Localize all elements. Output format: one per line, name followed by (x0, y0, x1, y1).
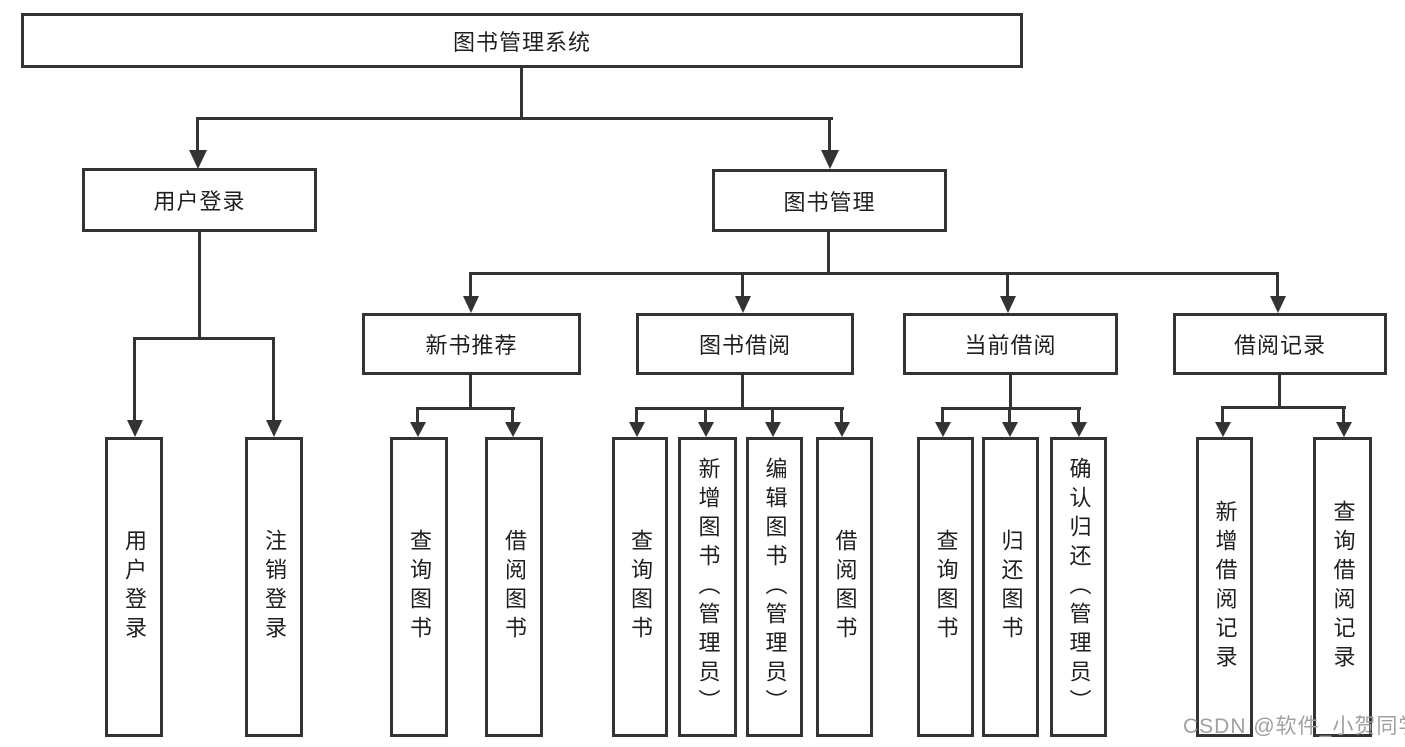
connector-line (741, 375, 744, 407)
leaf-add-books-admin: 新增图书（管理员） (678, 437, 737, 737)
leaf-borrow-books-recommend: 借阅图书 (485, 437, 543, 737)
connector-line (840, 407, 843, 423)
connector-line (469, 272, 472, 298)
connector-line (198, 232, 201, 337)
connector-line (741, 272, 744, 298)
leaf-logout-login: 注销登录 (245, 437, 303, 737)
arrow-down-icon (505, 422, 521, 437)
node-current-borrow: 当前借阅 (903, 313, 1118, 375)
connector-line (133, 337, 275, 340)
connector-line (196, 117, 833, 120)
connector-line (469, 375, 472, 407)
connector-line (1342, 406, 1345, 423)
arrow-down-icon (821, 150, 839, 169)
csdn-watermark: CSDN @软件_小贺同学 (1183, 715, 1405, 738)
arrow-down-icon (266, 420, 282, 437)
connector-line (1006, 272, 1009, 298)
arrow-down-icon (1071, 422, 1087, 437)
connector-line (635, 407, 844, 410)
connector-line (511, 407, 514, 423)
connector-line (941, 407, 944, 423)
connector-line (272, 337, 275, 421)
arrow-down-icon (629, 422, 645, 437)
connector-line (520, 68, 523, 117)
arrow-down-icon (935, 422, 951, 437)
arrow-down-icon (1336, 422, 1352, 437)
arrow-down-icon (735, 296, 751, 313)
connector-line (416, 407, 515, 410)
node-book-borrow: 图书借阅 (636, 313, 854, 375)
connector-line (1077, 407, 1080, 423)
leaf-add-borrow-record: 新增借阅记录 (1196, 437, 1253, 737)
connector-line (1008, 407, 1011, 423)
leaf-query-books-recommend: 查询图书 (390, 437, 448, 737)
connector-line (941, 407, 1081, 410)
arrow-down-icon (1215, 422, 1231, 437)
leaf-query-borrow-record: 查询借阅记录 (1313, 437, 1372, 737)
arrow-down-icon (410, 422, 426, 437)
leaf-edit-books-admin: 编辑图书（管理员） (746, 437, 803, 737)
connector-line (416, 407, 419, 423)
connector-line (469, 272, 1279, 275)
leaf-query-books-current: 查询图书 (917, 437, 974, 737)
connector-line (635, 407, 638, 423)
connector-line (133, 337, 136, 421)
connector-line (771, 407, 774, 423)
arrow-down-icon (1270, 296, 1286, 313)
arrow-down-icon (834, 422, 850, 437)
node-library-system: 图书管理系统 (21, 13, 1023, 68)
node-new-book-recommend: 新书推荐 (362, 313, 581, 375)
arrow-down-icon (1000, 296, 1016, 313)
arrow-down-icon (1002, 422, 1018, 437)
leaf-borrow-books: 借阅图书 (816, 437, 873, 737)
connector-line (1221, 406, 1346, 409)
arrow-down-icon (698, 422, 714, 437)
leaf-return-books: 归还图书 (982, 437, 1039, 737)
connector-line (828, 117, 831, 151)
arrow-down-icon (765, 422, 781, 437)
arrow-down-icon (127, 420, 143, 437)
leaf-query-books-borrow: 查询图书 (612, 437, 668, 737)
connector-line (1221, 406, 1224, 423)
leaf-user-login: 用户登录 (105, 437, 163, 737)
connector-line (704, 407, 707, 423)
leaf-confirm-return-admin: 确认归还（管理员） (1050, 437, 1107, 737)
node-book-management: 图书管理 (712, 169, 947, 232)
connector-line (1276, 272, 1279, 298)
connector-line (196, 117, 199, 151)
node-borrow-records: 借阅记录 (1173, 313, 1387, 375)
connector-line (1009, 375, 1012, 407)
connector-line (827, 232, 830, 272)
node-user-login: 用户登录 (82, 168, 317, 232)
connector-line (1278, 375, 1281, 406)
arrow-down-icon (463, 296, 479, 313)
arrow-down-icon (189, 150, 207, 169)
